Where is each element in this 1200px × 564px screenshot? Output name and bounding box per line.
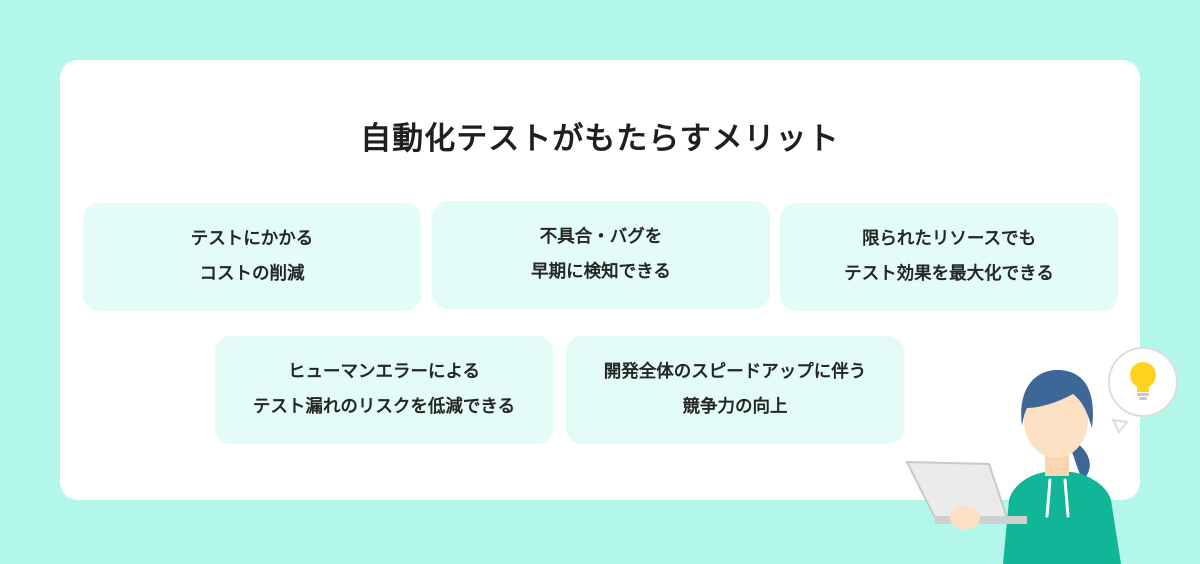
benefit-card-competitiveness: 開発全体のスピードアップに伴う 競争力の向上 [566, 336, 904, 444]
benefit-card-label: テストにかかる コストの削減 [190, 229, 314, 284]
benefit-card-label: ヒューマンエラーによる テスト漏れのリスクを低減できる [252, 362, 516, 417]
benefit-card-early-detection: 不具合・バグを 早期に検知できる [432, 201, 770, 309]
light-bulb-icon [1130, 362, 1156, 400]
laptop-icon [905, 460, 1027, 524]
benefit-card-reduce-human-error: ヒューマンエラーによる テスト漏れのリスクを低減できる [215, 336, 553, 444]
benefit-card-label: 不具合・バグを 早期に検知できる [531, 227, 671, 282]
person-with-laptop-illustration [905, 347, 1178, 564]
benefit-card-label: 限られたリソースでも テスト効果を最大化できる [844, 229, 1054, 284]
benefit-card-label: 開発全体のスピードアップに伴う 競争力の向上 [603, 362, 867, 417]
benefit-card-cost-reduction: テストにかかる コストの削減 [83, 203, 421, 311]
benefit-card-maximize-effect: 限られたリソースでも テスト効果を最大化できる [780, 203, 1118, 311]
page-title: 自動化テストがもたらすメリット [360, 121, 840, 157]
idea-bubble-icon [1108, 347, 1178, 434]
